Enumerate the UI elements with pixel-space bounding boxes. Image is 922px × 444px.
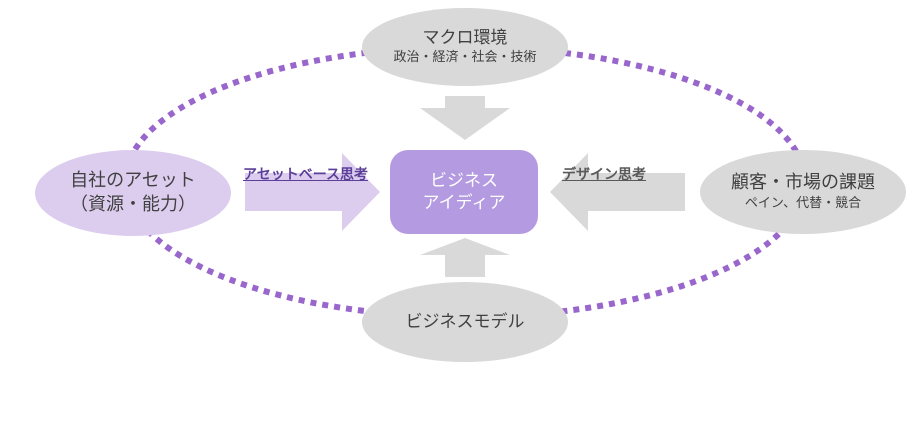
arrow-down-from-top: [420, 96, 510, 140]
arrow-up-from-bottom: [420, 238, 510, 277]
node-business-model-title: ビジネスモデル: [405, 312, 525, 332]
node-company-assets: 自社のアセット （資源・能力）: [35, 150, 231, 236]
node-business-idea: ビジネス アイディア: [390, 150, 538, 234]
node-assets-subtitle: （資源・能力）: [70, 194, 196, 215]
label-asset-based-thinking: アセットベース思考: [243, 167, 369, 183]
arrow-right-from-left: [245, 153, 380, 231]
node-business-model: ビジネスモデル: [362, 282, 568, 362]
node-macro-subtitle: 政治・経済・社会・技術: [393, 50, 537, 65]
node-assets-title: 自社のアセット: [70, 170, 196, 191]
arrow-left-from-right: [550, 153, 685, 231]
node-customer-title: 顧客・市場の課題: [731, 172, 875, 193]
node-macro-title: マクロ環境: [422, 28, 508, 48]
node-customer-subtitle: ペイン、代替・競合: [744, 196, 862, 211]
node-macro-environment: マクロ環境 政治・経済・社会・技術: [362, 8, 568, 86]
center-line2: アイディア: [422, 193, 506, 213]
center-line1: ビジネス: [430, 171, 498, 191]
node-customer-issues: 顧客・市場の課題 ペイン、代替・競合: [700, 150, 906, 234]
label-design-thinking: デザイン思考: [562, 167, 646, 183]
